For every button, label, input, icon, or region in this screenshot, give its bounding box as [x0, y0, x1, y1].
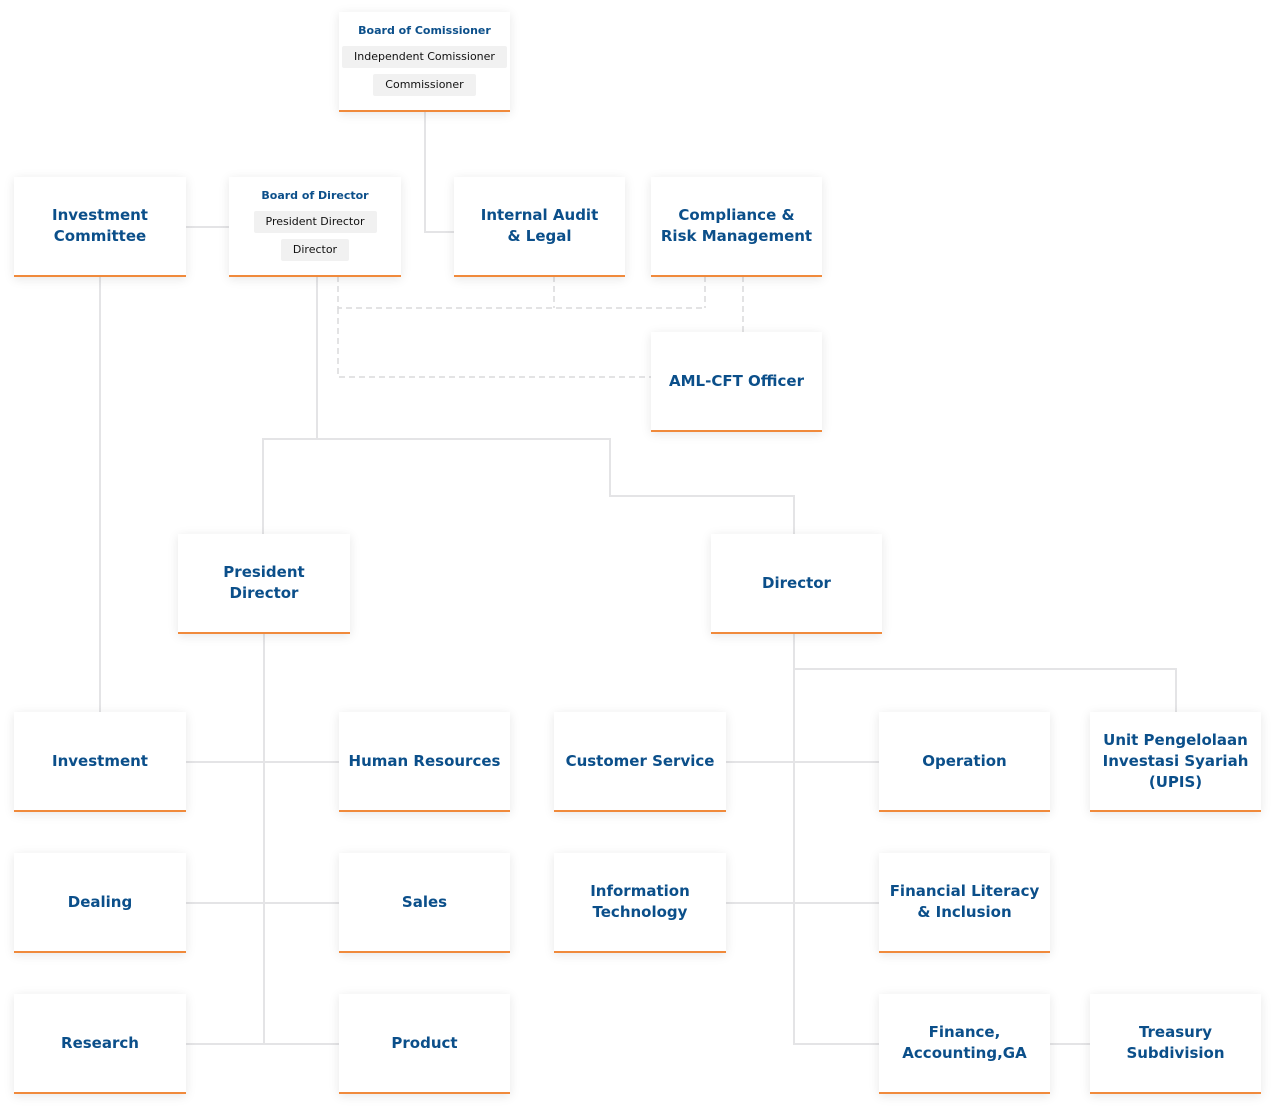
- board-of-commissioner-title: Board of Comissioner: [358, 23, 491, 37]
- human-resources-label: Human Resources: [348, 751, 501, 770]
- information-technology-box: Information Technology: [554, 853, 726, 953]
- aml-cft-officer-label: AML-CFT Officer: [669, 371, 804, 390]
- investment-box: Investment: [14, 712, 186, 812]
- compliance-box: Compliance & Risk Management: [651, 177, 822, 277]
- director-label: Director: [762, 573, 831, 592]
- operation-label: Operation: [922, 751, 1007, 770]
- financial-literacy-label: Financial Literacy & Inclusion: [889, 882, 1040, 921]
- sales-label: Sales: [401, 892, 448, 911]
- president-director-label: President Director: [223, 563, 305, 602]
- independent-commissioner-chip: Independent Comissioner: [342, 45, 507, 68]
- director-box: Director: [711, 534, 882, 634]
- line-board-to-president: [262, 276, 318, 534]
- board-of-commissioner-box: Board of Comissioner Independent Comissi…: [339, 12, 510, 112]
- internal-audit-box: Internal Audit & Legal: [454, 177, 625, 277]
- customer-service-label: Customer Service: [565, 751, 715, 770]
- dashed-line-board-audit: [337, 276, 705, 309]
- line-director-to-upis: [794, 668, 1177, 712]
- line-board-to-director: [317, 438, 795, 534]
- investment-committee-box: Investment Committee: [14, 177, 186, 277]
- president-director-chip: President Director: [253, 210, 377, 233]
- line-director-trunk: [793, 633, 879, 1045]
- sales-box: Sales: [339, 853, 510, 953]
- customer-service-box: Customer Service: [554, 712, 726, 812]
- president-director-box: President Director: [178, 534, 350, 634]
- director-chip: Director: [280, 238, 350, 261]
- board-of-director-title: Board of Director: [261, 188, 369, 202]
- dealing-label: Dealing: [67, 892, 133, 911]
- line-commissioner-to-audit: [424, 112, 454, 233]
- information-technology-label: Information Technology: [590, 882, 690, 921]
- upis-label: Unit Pengelolaan Investasi Syariah (UPIS…: [1102, 730, 1249, 791]
- board-of-director-box: Board of Director President Director Dir…: [229, 177, 401, 277]
- human-resources-box: Human Resources: [339, 712, 510, 812]
- research-box: Research: [14, 994, 186, 1094]
- compliance-label: Compliance & Risk Management: [660, 206, 813, 245]
- operation-box: Operation: [879, 712, 1050, 812]
- financial-literacy-box: Financial Literacy & Inclusion: [879, 853, 1050, 953]
- internal-audit-label: Internal Audit & Legal: [480, 206, 599, 245]
- aml-cft-officer-box: AML-CFT Officer: [651, 332, 822, 432]
- commissioner-chip: Commissioner: [373, 73, 476, 96]
- finance-box: Finance, Accounting,GA: [879, 994, 1050, 1094]
- product-box: Product: [339, 994, 510, 1094]
- investment-label: Investment: [52, 751, 148, 770]
- product-label: Product: [391, 1033, 458, 1052]
- dashed-line-board-aml: [337, 308, 651, 378]
- upis-box: Unit Pengelolaan Investasi Syariah (UPIS…: [1090, 712, 1261, 812]
- treasury-label: Treasury Subdivision: [1126, 1023, 1225, 1062]
- investment-committee-label: Investment Committee: [52, 206, 148, 245]
- treasury-box: Treasury Subdivision: [1090, 994, 1261, 1094]
- research-label: Research: [61, 1033, 139, 1052]
- finance-label: Finance, Accounting,GA: [902, 1023, 1027, 1062]
- dealing-box: Dealing: [14, 853, 186, 953]
